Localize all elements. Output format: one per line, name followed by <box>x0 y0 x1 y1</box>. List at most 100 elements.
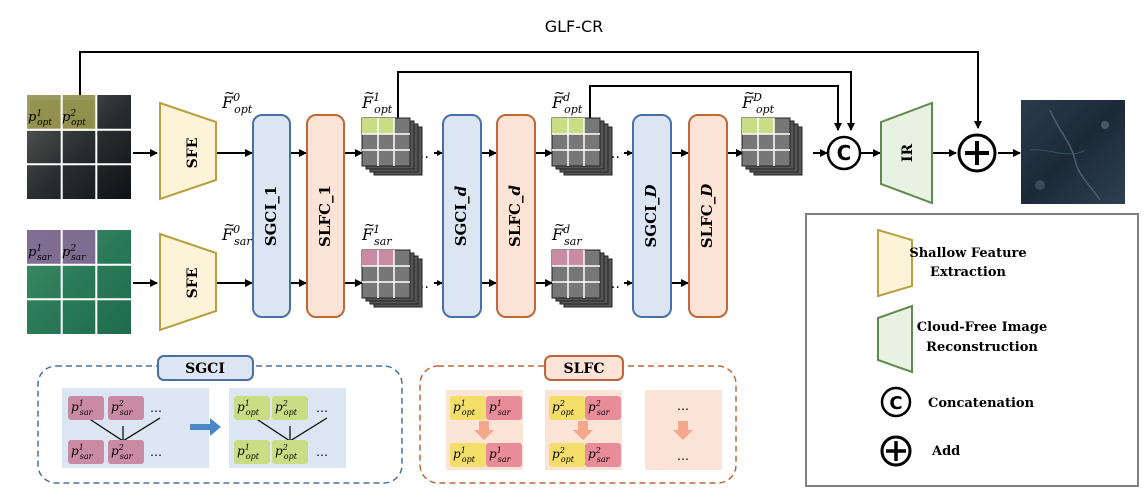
sgci-ellipsis-out-top: … <box>316 401 328 415</box>
svg-text:SGCI_d: SGCI_d <box>452 185 470 246</box>
sgci-D-block: SGCI_D <box>632 114 672 318</box>
svg-text:SFE: SFE <box>185 268 201 299</box>
slfc-detail-title: SLFC <box>563 361 604 377</box>
legend-ir-swatch <box>877 304 913 374</box>
sgci-ellipsis-top: … <box>150 401 162 415</box>
legend-sfe-swatch <box>877 228 913 298</box>
svg-text:~: ~ <box>364 218 375 233</box>
add-icon <box>957 133 997 173</box>
optical-input-image <box>27 95 131 199</box>
sgci-ellipsis-out-bottom: … <box>316 445 328 459</box>
sar-input-image <box>27 230 131 334</box>
stack-opt-d <box>551 117 613 176</box>
svg-text:…: … <box>677 399 689 413</box>
flow-arrows <box>133 149 1021 287</box>
stack-sar-1 <box>361 249 423 308</box>
svg-text:~: ~ <box>554 218 565 233</box>
svg-text:SLFC_d: SLFC_d <box>506 185 524 247</box>
svg-text:C: C <box>889 393 902 414</box>
sfe-opt-block: SFE <box>159 101 217 201</box>
svg-text:SLFC_D: SLFC_D <box>698 184 716 248</box>
legend-concat-icon <box>880 386 912 418</box>
svg-text:SGCI_1: SGCI_1 <box>262 186 280 247</box>
sfe-sar-block: SFE <box>159 232 217 332</box>
legend-ir-line2: Reconstruction <box>926 340 1038 355</box>
sgci-transform-arrow <box>190 418 221 436</box>
legend-sfe-line2: Extraction <box>930 265 1006 280</box>
svg-text:~: ~ <box>364 86 375 101</box>
stack-sar-d <box>551 249 613 308</box>
slfc-D-block: SLFC_D <box>688 114 728 318</box>
legend-concat-label: Concatenation <box>928 396 1035 411</box>
slfc-d-block: SLFC_d <box>496 114 536 318</box>
legend-sfe-line1: Shallow Feature <box>909 246 1026 261</box>
svg-text:~: ~ <box>744 86 755 101</box>
sgci-1-block: SGCI_1 <box>252 114 291 318</box>
svg-text:…: … <box>677 449 689 463</box>
tilde-marks: ~~ ~~ ~~ ~ <box>224 86 755 233</box>
sgci-ellipsis-bottom: … <box>150 445 162 459</box>
svg-text:~: ~ <box>224 86 235 101</box>
diagram-title: GLF-CR <box>545 17 604 36</box>
ir-block: IR <box>880 101 933 205</box>
sgci-detail-title: SGCI <box>185 361 225 377</box>
legend-ir-line1: Cloud-Free Image <box>917 320 1047 335</box>
concatenation-icon: C <box>826 135 862 171</box>
feature-stacks <box>361 117 803 308</box>
svg-text:SLFC_1: SLFC_1 <box>316 185 334 247</box>
slfc-down-arrows <box>474 421 693 440</box>
svg-text:C: C <box>837 141 852 165</box>
legend: Shallow Feature Extraction Cloud-Free Im… <box>805 213 1139 487</box>
slfc-1-block: SLFC_1 <box>306 114 345 318</box>
svg-text:~: ~ <box>224 218 235 233</box>
stack-opt-1 <box>361 117 423 176</box>
output-image <box>1021 100 1125 204</box>
svg-text:SFE: SFE <box>185 138 201 169</box>
stack-opt-D <box>741 117 803 176</box>
sgci-d-block: SGCI_d <box>442 114 482 318</box>
